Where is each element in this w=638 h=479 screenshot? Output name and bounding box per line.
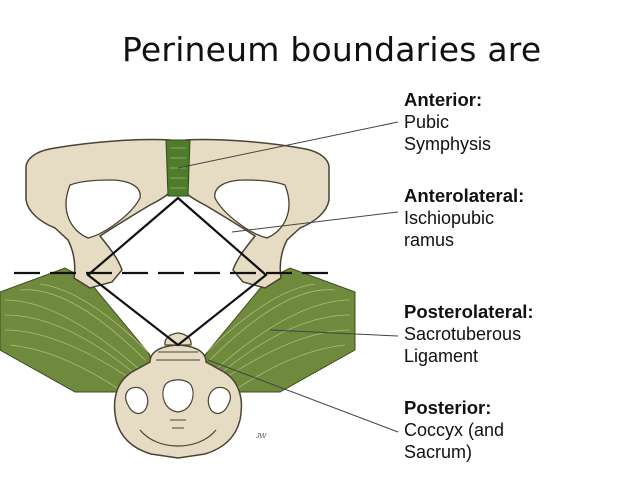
label-anterolateral-line-2: ramus xyxy=(404,230,455,250)
label-posterior-heading: Posterior: xyxy=(404,397,492,418)
perineum-diamond xyxy=(86,196,268,347)
right-hip-bone xyxy=(182,138,330,289)
label-anterolateral-heading: Anterolateral: xyxy=(404,185,525,206)
label-posterolateral: Posterolateral: Sacrotuberous Ligament xyxy=(404,300,534,367)
label-anterior-line-1: Pubic xyxy=(404,112,450,132)
label-anterior: Anterior: Pubic Symphysis xyxy=(404,88,491,155)
label-anterior-heading: Anterior: xyxy=(404,89,483,110)
illustrator-credit: JW xyxy=(256,433,267,440)
left-hip-bone xyxy=(25,138,173,289)
label-posterolateral-line-2: Ligament xyxy=(404,346,479,366)
label-posterior: Posterior: Coccyx (and Sacrum) xyxy=(404,396,504,463)
label-anterior-line-2: Symphysis xyxy=(404,134,492,154)
label-posterolateral-heading: Posterolateral: xyxy=(404,301,534,322)
left-sacrotuberous-ligament xyxy=(0,267,151,393)
sacrum-coccyx xyxy=(113,332,243,459)
label-posterior-line-1: Coccyx (and xyxy=(404,420,505,440)
leader-lines xyxy=(177,121,399,433)
label-posterolateral-line-1: Sacrotuberous xyxy=(404,324,522,344)
label-posterior-line-2: Sacrum) xyxy=(404,442,473,462)
label-anterolateral-line-1: Ischiopubic xyxy=(404,208,495,228)
label-anterolateral: Anterolateral: Ischiopubic ramus xyxy=(404,184,524,251)
slide-title: Perineum boundaries are xyxy=(122,30,542,69)
